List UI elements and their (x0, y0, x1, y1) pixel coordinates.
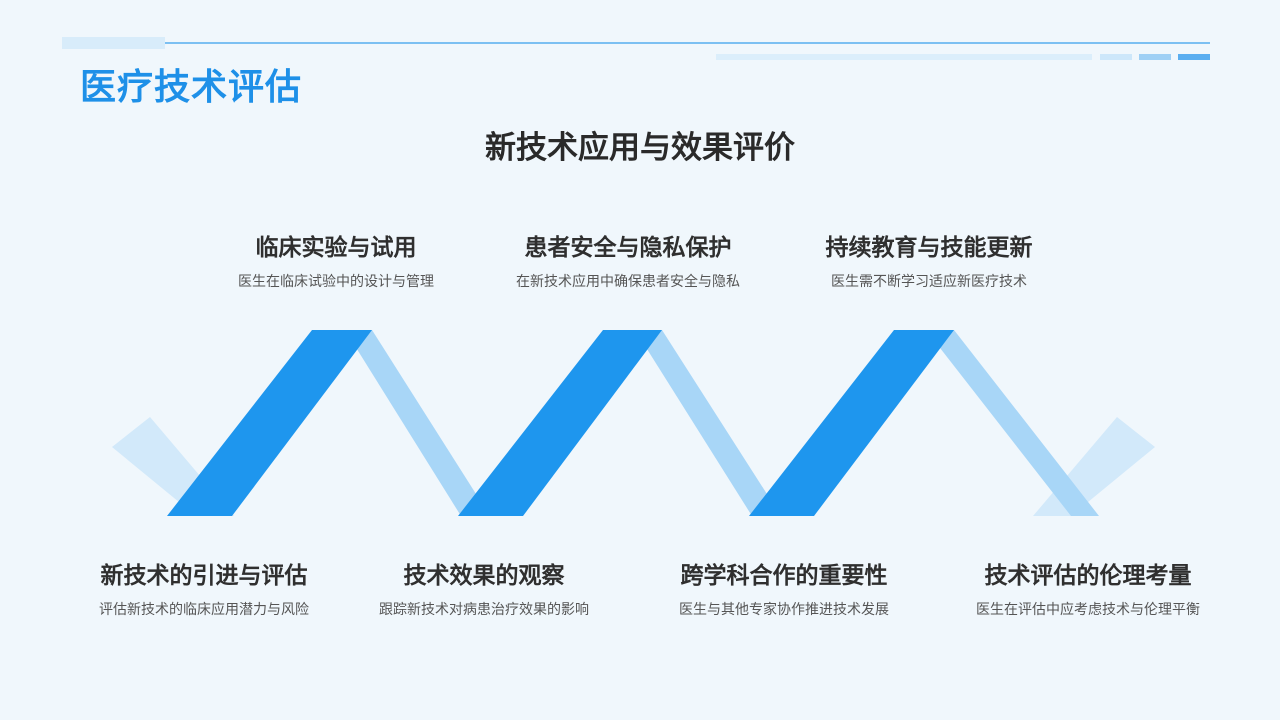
bottom-item-new-tech-intro: 新技术的引进与评估 评估新技术的临床应用潜力与风险 (84, 563, 324, 619)
header-thin-bar-decoration (716, 54, 1092, 60)
zigzag-segment-down-2 (635, 330, 781, 516)
header-block-decoration (62, 37, 165, 49)
top-item-continuing-education: 持续教育与技能更新 医生需不断学习适应新医疗技术 (809, 235, 1049, 291)
bottom-item-desc: 医生与其他专家协作推进技术发展 (679, 601, 889, 618)
header-dash-2-decoration (1139, 54, 1171, 60)
bottom-item-interdisciplinary: 跨学科合作的重要性 医生与其他专家协作推进技术发展 (664, 563, 904, 619)
top-item-desc: 医生需不断学习适应新医疗技术 (831, 273, 1027, 290)
bottom-item-desc: 医生在评估中应考虑技术与伦理平衡 (976, 601, 1200, 618)
zigzag-segment-up-3 (749, 330, 954, 516)
bottom-item-desc: 评估新技术的临床应用潜力与风险 (99, 601, 309, 618)
top-item-patient-safety: 患者安全与隐私保护 在新技术应用中确保患者安全与隐私 (508, 235, 748, 291)
bottom-item-ethics: 技术评估的伦理考量 医生在评估中应考虑技术与伦理平衡 (968, 563, 1208, 619)
zigzag-segment-up-2 (458, 330, 662, 516)
header-line-decoration (165, 42, 1210, 44)
top-item-heading: 临床实验与试用 (255, 235, 417, 261)
bottom-item-heading: 技术评估的伦理考量 (984, 563, 1192, 589)
zigzag-segment-down-1 (345, 330, 490, 516)
bottom-item-heading: 新技术的引进与评估 (100, 563, 308, 589)
bottom-item-heading: 跨学科合作的重要性 (680, 563, 888, 589)
top-item-heading: 患者安全与隐私保护 (524, 235, 732, 261)
slide-title: 医疗技术评估 (80, 67, 303, 108)
top-item-heading: 持续教育与技能更新 (825, 235, 1033, 261)
header-dash-3-decoration (1178, 54, 1210, 60)
zigzag-segment-up-1 (167, 330, 372, 516)
slide-subtitle: 新技术应用与效果评价 (485, 130, 795, 166)
zigzag-segment-down-3 (926, 330, 1099, 516)
header-dash-1-decoration (1100, 54, 1132, 60)
bottom-item-effect-observation: 技术效果的观察 跟踪新技术对病患治疗效果的影响 (364, 563, 604, 619)
top-item-clinical-trials: 临床实验与试用 医生在临床试验中的设计与管理 (216, 235, 456, 291)
top-item-desc: 在新技术应用中确保患者安全与隐私 (516, 273, 740, 290)
bottom-item-heading: 技术效果的观察 (403, 563, 565, 589)
top-item-desc: 医生在临床试验中的设计与管理 (238, 273, 434, 290)
bottom-item-desc: 跟踪新技术对病患治疗效果的影响 (379, 601, 589, 618)
